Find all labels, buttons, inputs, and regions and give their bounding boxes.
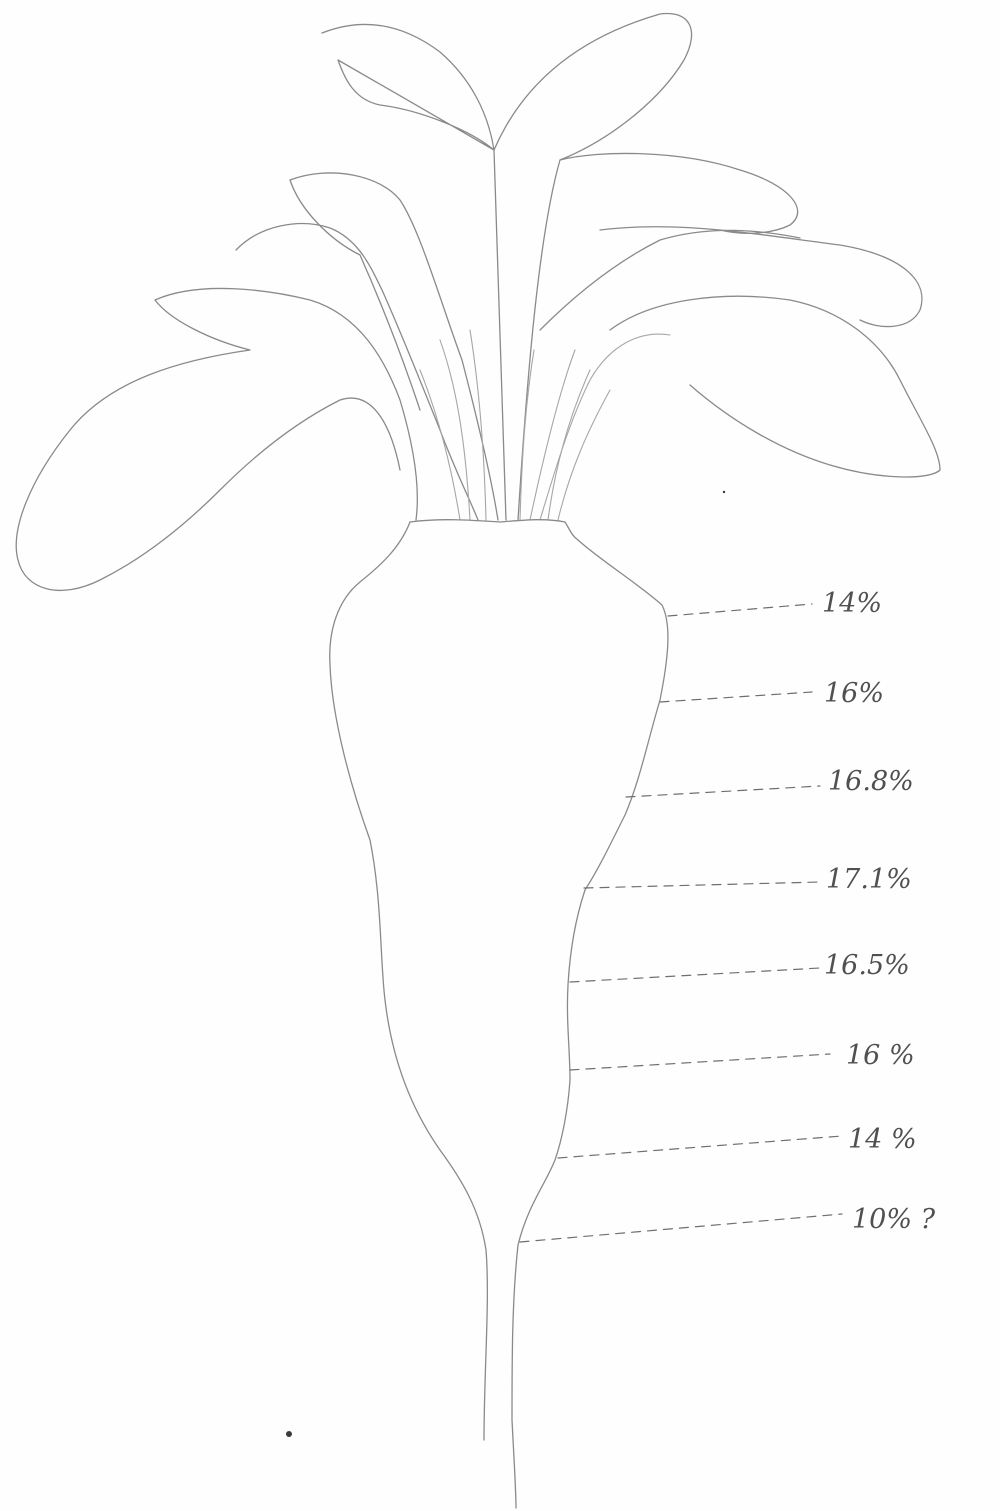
- leaf-right: [600, 227, 940, 477]
- leader-line-1: [668, 604, 812, 616]
- leaf-stalks: [420, 330, 610, 520]
- pencil-dot: [286, 1431, 292, 1437]
- label-3: 16.8%: [828, 766, 914, 797]
- leaf-right-inner: [530, 334, 670, 520]
- label-7: 14 %: [848, 1124, 917, 1155]
- leader-line-2: [660, 692, 812, 702]
- percentage-labels: 14% 16% 16.8% 17.1% 16.5% 16 % 14 % 10% …: [822, 588, 936, 1235]
- leader-line-3: [626, 786, 820, 797]
- label-2: 16%: [824, 678, 884, 709]
- leader-line-5: [570, 968, 820, 982]
- pencil-dot: [723, 491, 725, 493]
- leader-line-6: [570, 1054, 830, 1070]
- label-8: 10% ?: [852, 1204, 936, 1235]
- label-1: 14%: [822, 588, 882, 619]
- beet-root: [330, 520, 668, 1508]
- label-6: 16 %: [846, 1040, 915, 1071]
- root-crown: [410, 520, 578, 540]
- leaf-central-left: [322, 25, 506, 520]
- beet-leaves: [16, 13, 940, 590]
- leaf-far-left: [16, 288, 417, 590]
- leader-lines: [520, 604, 842, 1242]
- leaf-left: [236, 224, 478, 520]
- root-right-outline: [512, 540, 668, 1508]
- label-5: 16.5%: [824, 950, 910, 981]
- root-left-outline: [330, 522, 488, 1440]
- leader-line-4: [584, 882, 820, 888]
- label-4: 17.1%: [826, 864, 912, 895]
- leader-line-8: [520, 1214, 842, 1242]
- leader-line-7: [558, 1136, 842, 1158]
